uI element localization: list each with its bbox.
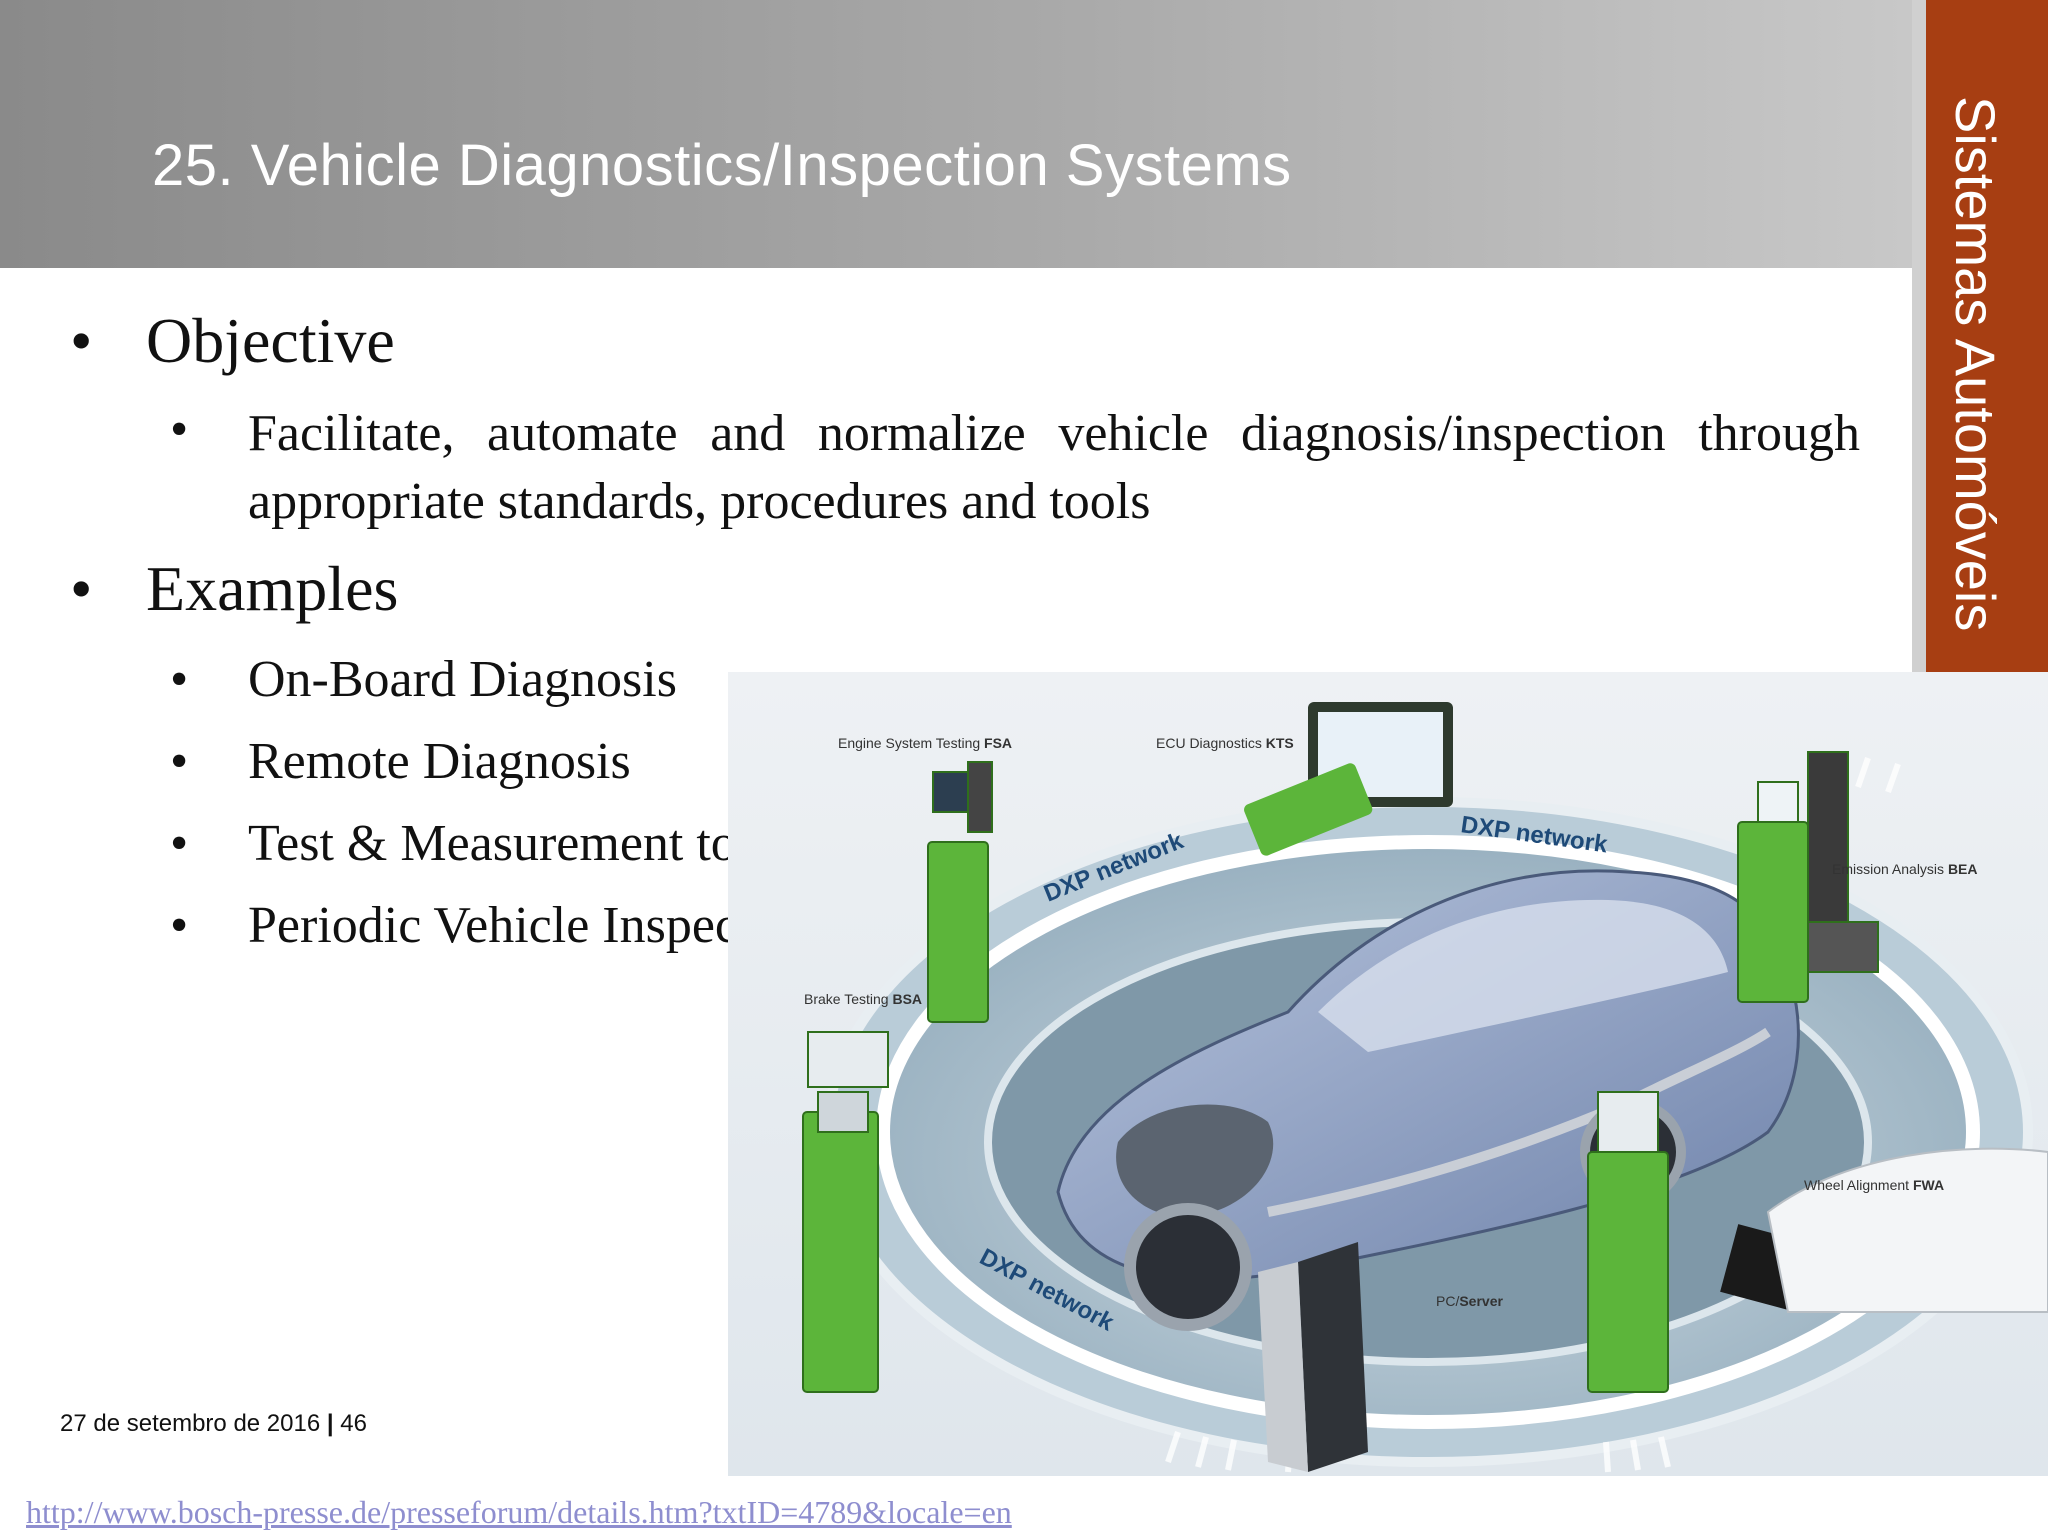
side-band: Sistemas Automóveis <box>1912 0 2048 672</box>
label-fwa: Wheel Alignment FWA <box>1804 1177 1944 1193</box>
car-exhaust <box>1267 1027 1771 1217</box>
kts-tablet <box>1244 702 1453 856</box>
example-item-label: On-Board Diagnosis <box>248 651 677 708</box>
fsa-cart <box>927 761 993 1023</box>
car-engine <box>1116 1104 1274 1217</box>
footer-date-text: 27 de setembro de 2016 <box>60 1410 321 1437</box>
example-item-label: Periodic Vehicle Inspection <box>248 897 819 954</box>
source-link[interactable]: http://www.bosch-presse.de/presseforum/d… <box>26 1494 1012 1530</box>
bea-cart <box>1737 751 1879 1003</box>
car-wheel-front <box>1124 1203 1252 1331</box>
diagnostics-network-illustration: Engine System Testing FSA ECU Diagnostic… <box>728 672 2048 1476</box>
footer-date: 27 de setembro de 2016 | 46 <box>60 1410 367 1438</box>
example-item-label: Remote Diagnosis <box>248 733 631 790</box>
bullet-dot: • <box>170 401 189 458</box>
fwa-cart <box>1587 1091 1669 1393</box>
label-fsa: Engine System Testing FSA <box>838 735 1012 751</box>
bullet-dot: • <box>70 305 93 376</box>
footer-separator: | <box>326 1410 334 1437</box>
objective-text: Facilitate, automate and normalize vehic… <box>248 405 1860 530</box>
car-roof <box>1318 899 1728 1052</box>
label-pc-server: PC/Server <box>1436 1293 1503 1309</box>
objective-heading: Objective <box>146 305 395 376</box>
label-bea: Emission Analysis BEA <box>1832 861 1978 877</box>
example-item-label: Test & Measurement tools <box>248 815 798 872</box>
examples-heading: Examples <box>146 553 399 624</box>
label-bsa: Brake Testing BSA <box>804 991 922 1007</box>
bullet-dot: • <box>170 815 189 872</box>
slide-title: 25. Vehicle Diagnostics/Inspection Syste… <box>152 133 1292 198</box>
label-kts: ECU Diagnostics KTS <box>1156 735 1294 751</box>
bsa-cart <box>802 1031 889 1393</box>
bullet-dot: • <box>170 733 189 790</box>
bullet-dot: • <box>70 553 93 624</box>
page-number: 46 <box>340 1410 367 1437</box>
side-band-label: Sistemas Automóveis <box>1944 96 2007 632</box>
title-bar: 25. Vehicle Diagnostics/Inspection Syste… <box>0 0 1912 268</box>
pc-server <box>1258 1242 1368 1472</box>
bullet-dot: • <box>170 897 189 954</box>
bullet-dot: • <box>170 651 189 708</box>
network-diagram: Engine System Testing FSA ECU Diagnostic… <box>802 702 2048 1473</box>
